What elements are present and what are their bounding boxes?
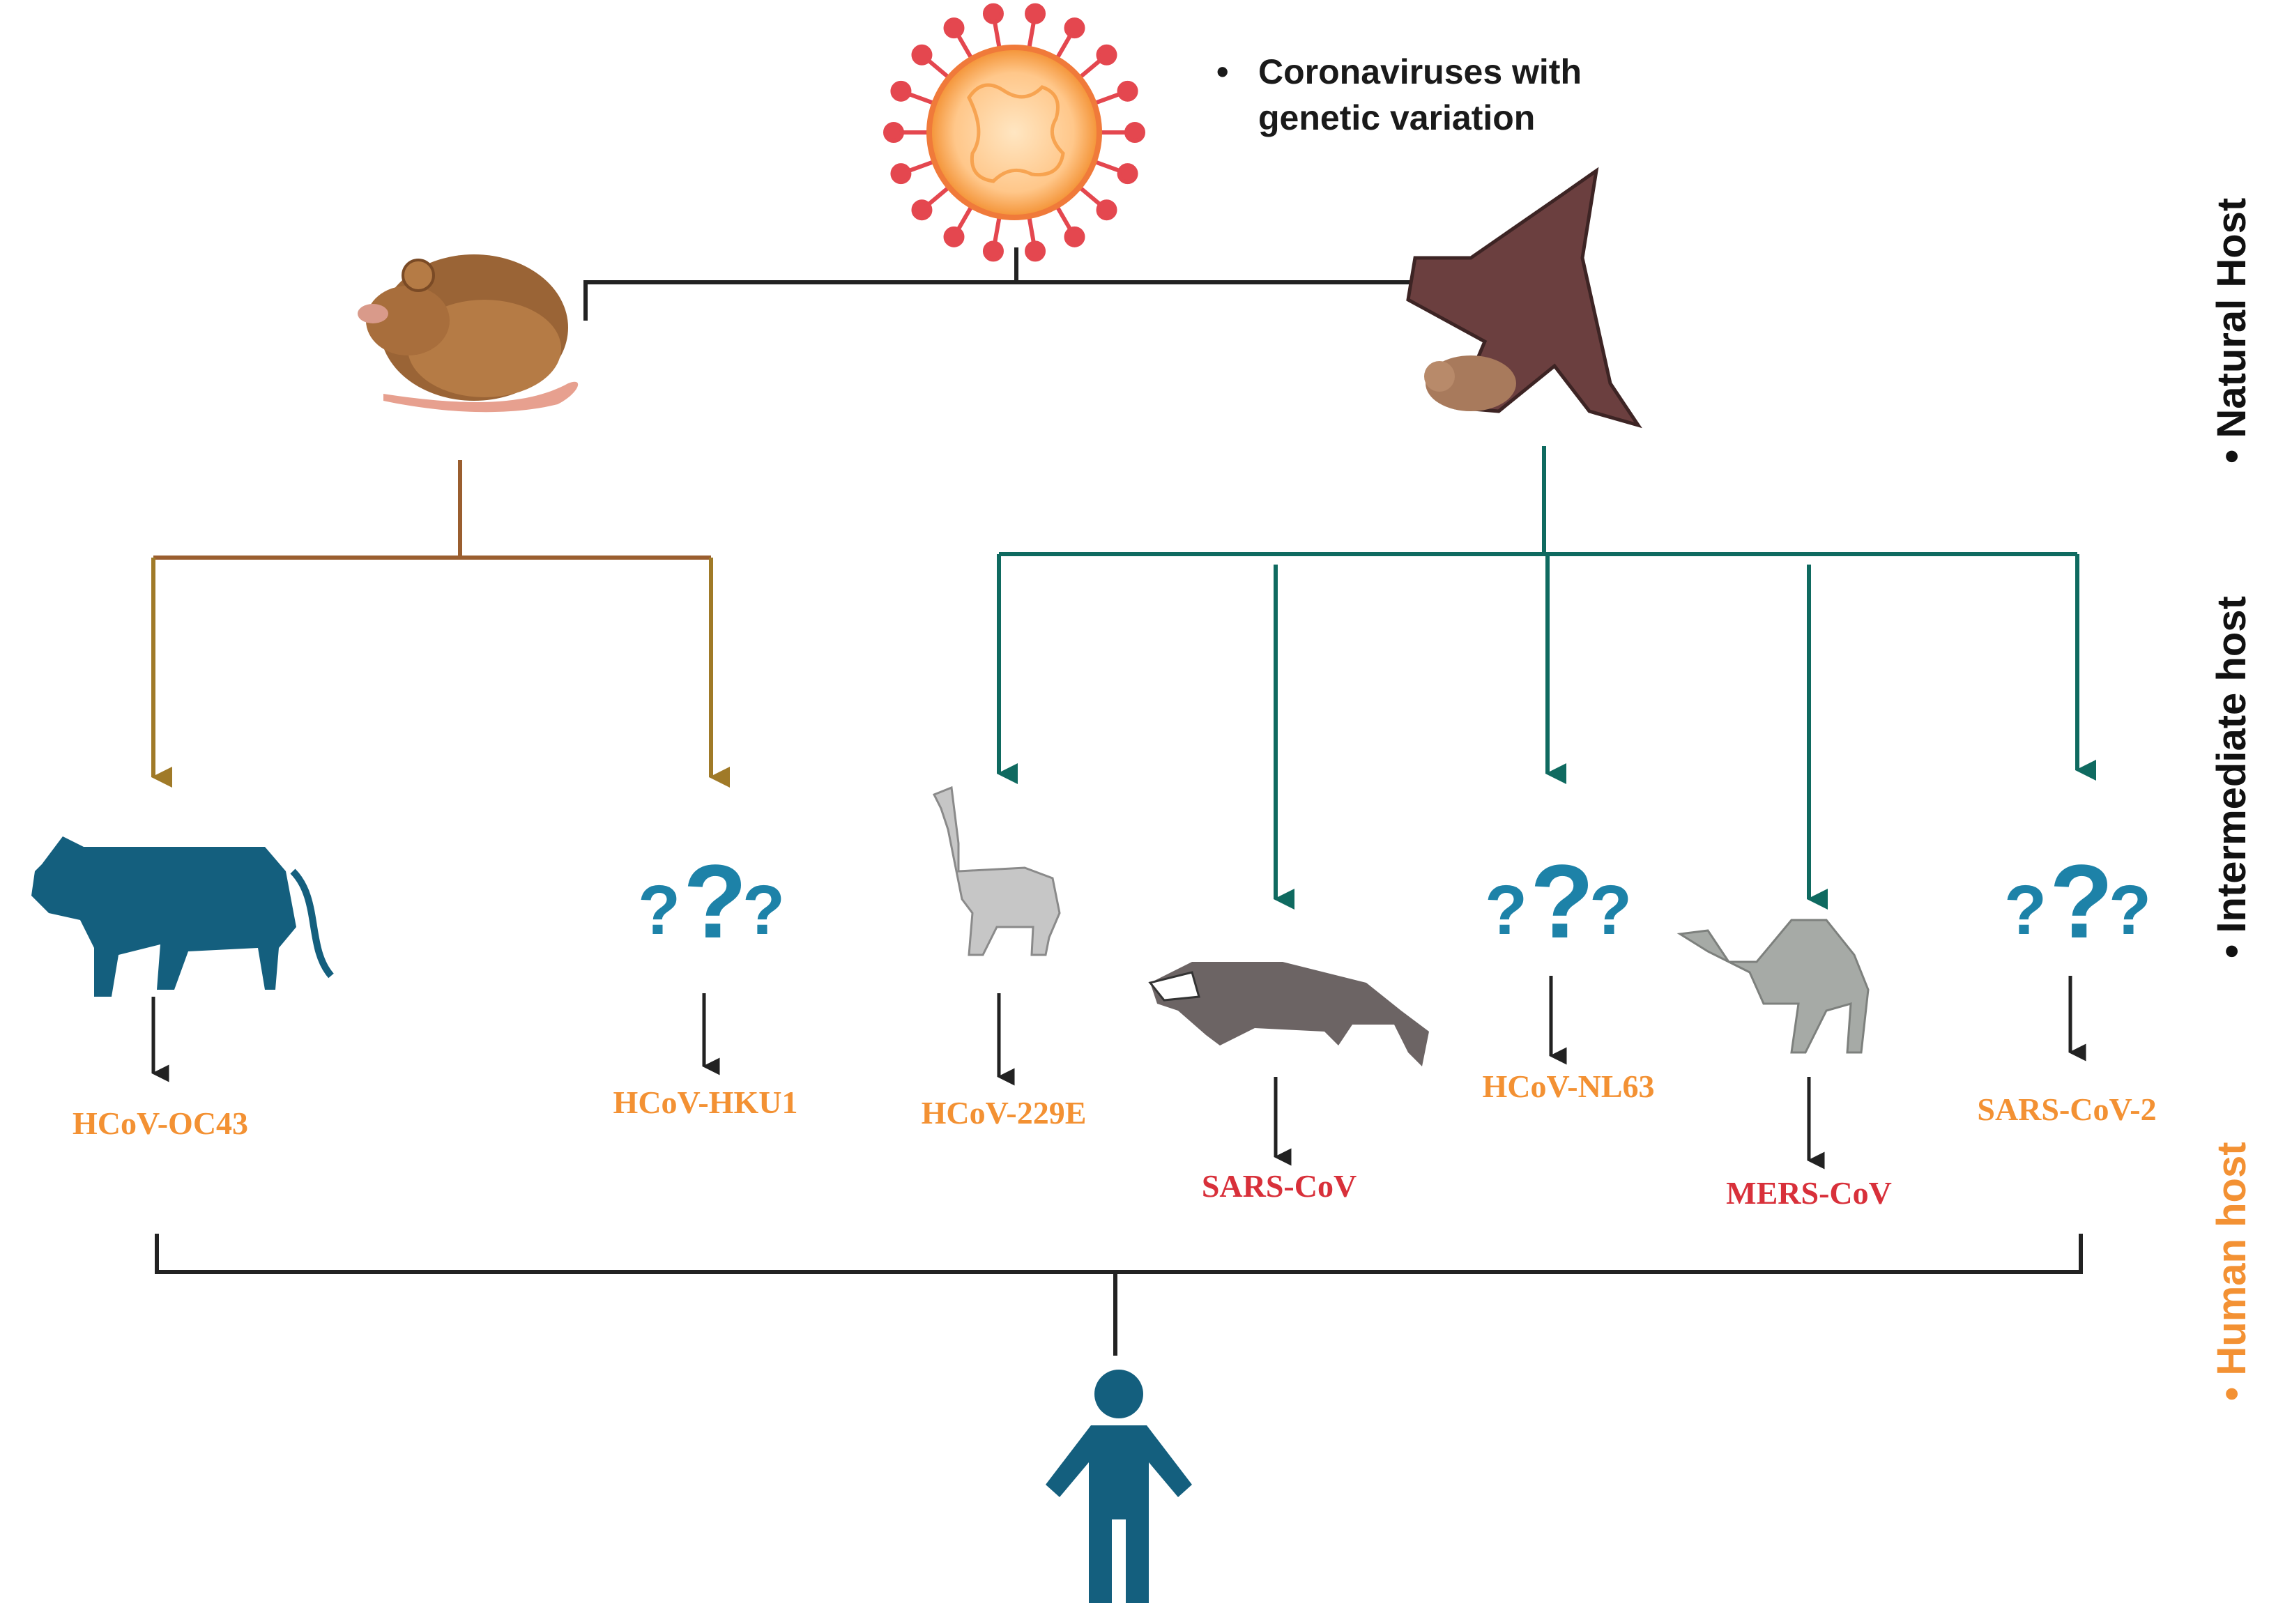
virus-spike-tip [982,240,1004,262]
svg-text:?: ? [2049,843,2114,960]
virus-spike-tip [1064,17,1085,39]
virus-spike-tip [943,226,965,247]
virus-spike [992,214,1002,247]
virus-spike [1076,56,1104,81]
human-host-label: • Human host [2209,1142,2254,1401]
bat-arrows [997,554,2096,910]
virus-label-hcov-nl63: HCoV-NL63 [1482,1068,1655,1104]
virus-spike-tip [1117,80,1138,102]
virus-spike-tip [890,163,912,185]
virus-spike [924,184,952,208]
bat-branch [999,446,2077,556]
human-icon [1046,1370,1192,1603]
coronavirus-icon [883,3,1145,262]
virus-spike-tip [1096,44,1117,66]
svg-text:?: ? [2109,871,2151,949]
bat-icon [1406,167,1642,429]
virus-spike [992,18,1002,51]
virus-note-text: Coronaviruses with genetic variation [1258,52,1582,137]
svg-text:?: ? [683,843,747,960]
virus-label-sars-cov: SARS-CoV [1201,1168,1357,1204]
virus-spike-tip [1096,199,1117,221]
virus-spike [905,159,937,174]
virus-spike-tip [1124,122,1145,143]
question-marks-icon: ? ? ? [2004,843,2151,960]
virus-spike [954,204,975,233]
virus-spike-tip [911,199,933,221]
virus-spike [1026,214,1037,247]
virus-spike-tip [890,80,912,102]
virus-label-hcov-hku1: HCoV-HKU1 [613,1085,798,1120]
svg-text:?: ? [1485,871,1527,949]
svg-text:?: ? [1530,843,1594,960]
rat-arrows [151,558,730,788]
virus-label-sars-cov-2: SARS-CoV-2 [1977,1091,2157,1127]
svg-text:?: ? [2004,871,2047,949]
svg-text:?: ? [638,871,680,949]
virus-spike [954,31,975,61]
virus-spike [905,91,937,106]
human-host-bracket [155,1234,2083,1356]
virus-spike-tip [943,17,965,39]
natural-host-label: • Natural Host [2209,197,2254,464]
virus-label-mers-cov: MERS-CoV [1726,1175,1892,1211]
virus-spike [1092,159,1124,174]
intermediate-host-label: • Intermediate host [2209,596,2254,958]
virus-note-bullet: • [1216,52,1229,91]
camel-icon [1676,919,1870,1054]
virus-spike-tip [1117,163,1138,185]
virus-spike [1076,184,1104,208]
virus-spike-tip [1025,3,1046,24]
svg-text:?: ? [742,871,785,949]
rat-branch [153,460,711,560]
question-marks-icon: ? ? ? [1485,843,1632,960]
virus-spike [924,56,952,81]
virus-spike-tip [883,122,904,143]
virus-spike [1092,91,1124,106]
natural-host-bracket [583,247,1452,321]
virus-spike-tip [1064,226,1085,247]
virus-spike [1026,18,1037,51]
virus-arrows [151,976,2086,1170]
virus-spike [1054,31,1074,61]
virus-spike-tip [982,3,1004,24]
cow-icon [31,836,334,997]
virus-label-hcov-229e: HCoV-229E [921,1095,1087,1131]
civet-icon [1148,962,1429,1066]
virus-spike [1054,204,1074,233]
svg-text:?: ? [1589,871,1632,949]
virus-label-hcov-oc43: HCoV-OC43 [72,1105,249,1141]
rat-icon [358,254,579,413]
question-marks-icon: ? ? ? [638,843,785,960]
virus-spike-tip [911,44,933,66]
virus-spike-tip [1025,240,1046,262]
llama-icon [932,786,1061,956]
